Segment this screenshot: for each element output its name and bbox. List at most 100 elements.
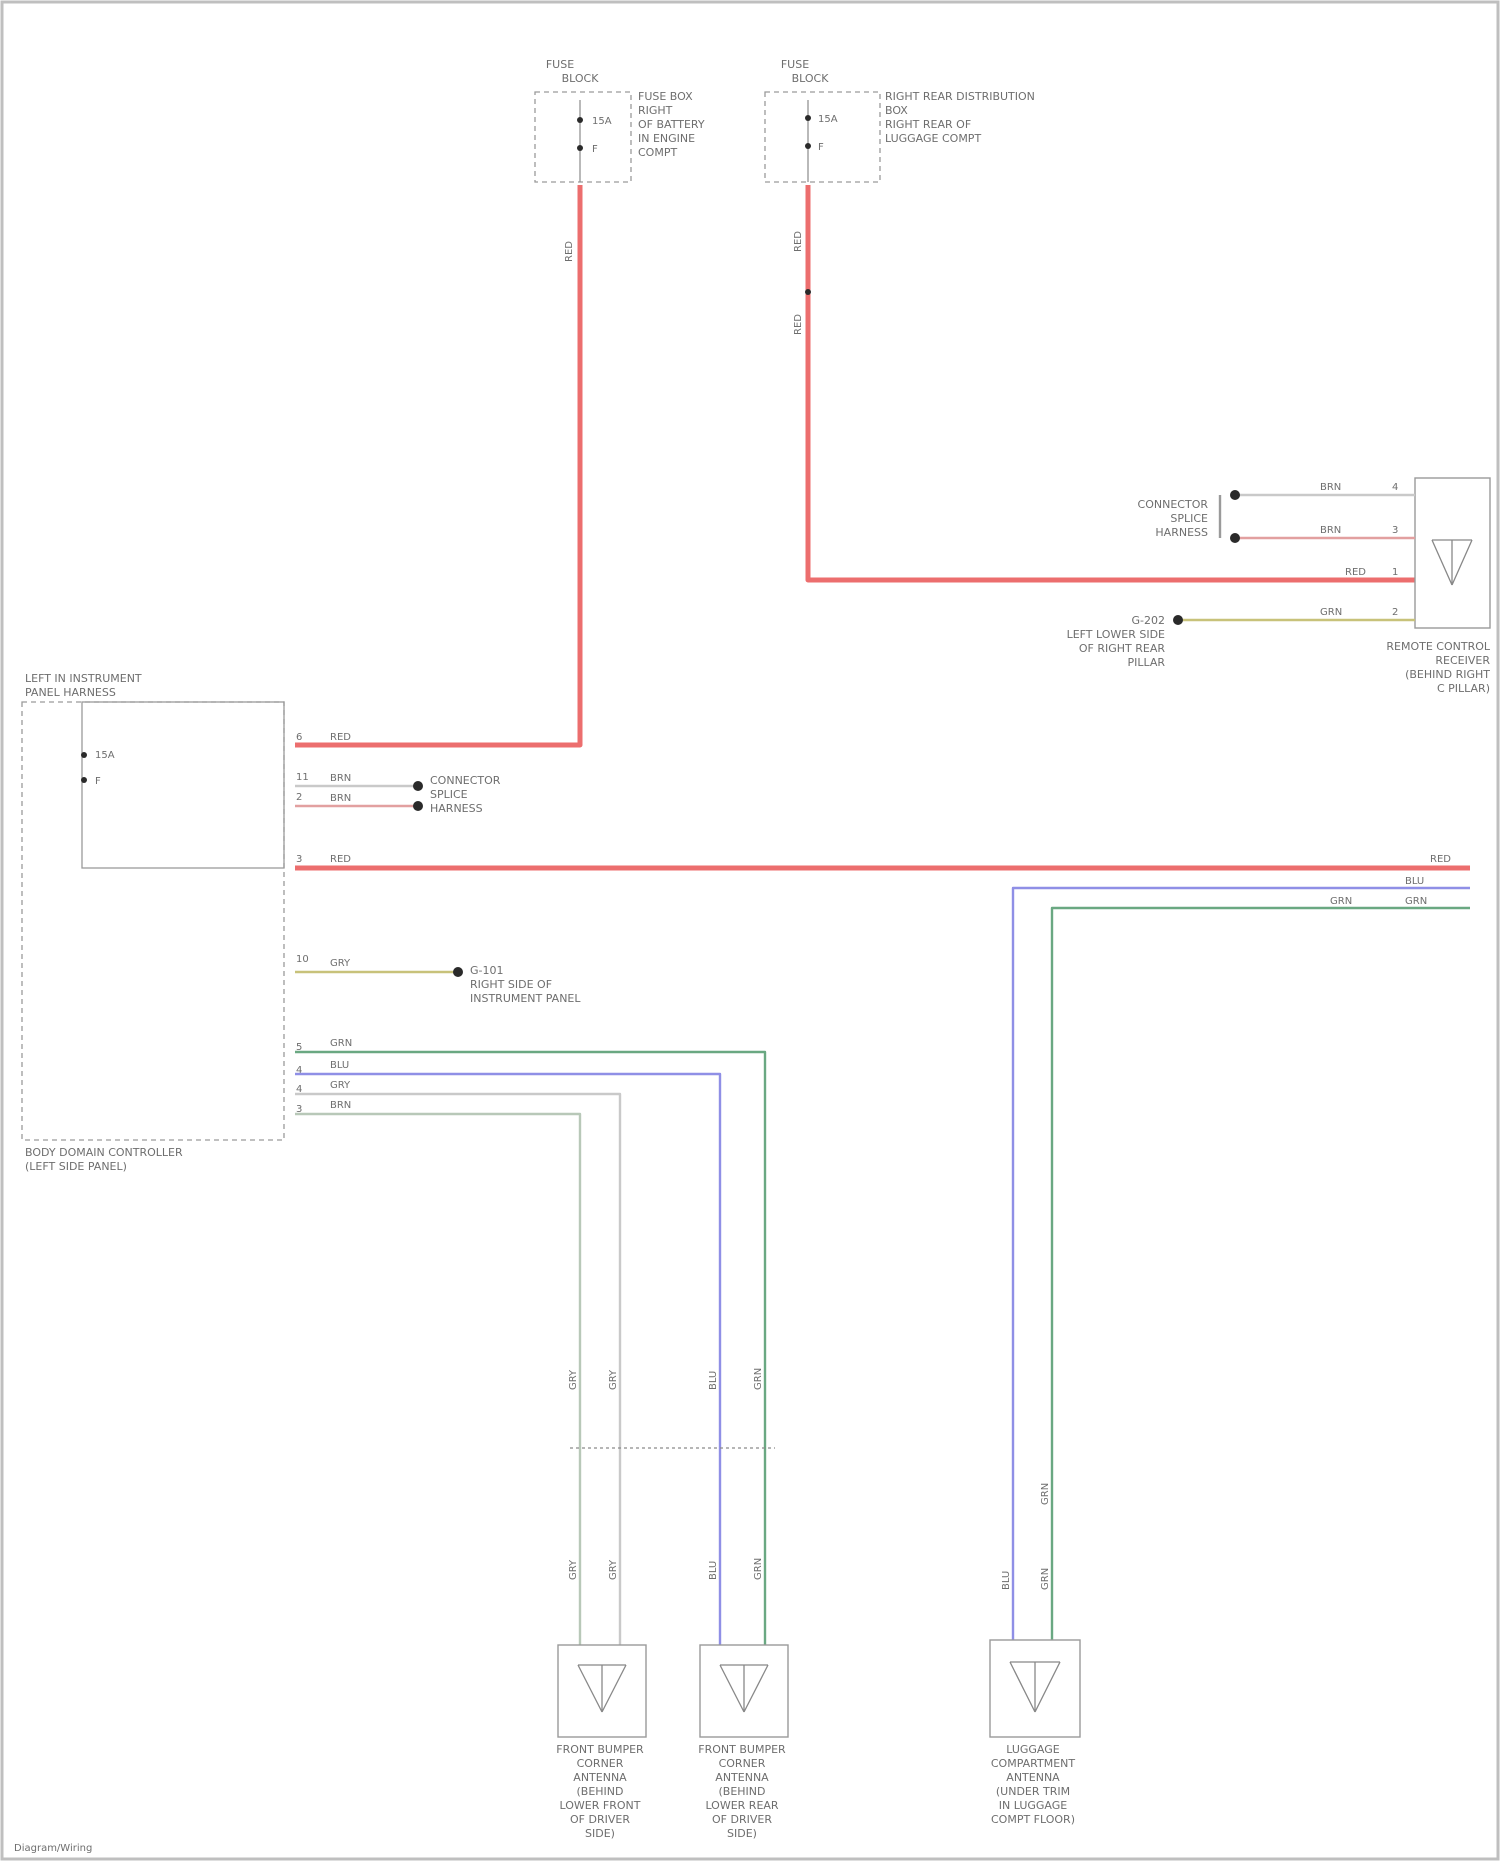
receiver-ground-4: PILLAR [1127, 656, 1165, 669]
vert-label-2: GRY [608, 1369, 619, 1390]
wire-red-fuse-right-to-receiver [808, 185, 1415, 580]
controller-splice-1: CONNECTOR [430, 774, 501, 787]
ant-right-caption-3: ANTENNA [1006, 1771, 1060, 1784]
trunk-wire-label-red: RED [1430, 854, 1451, 865]
receiver-ground-1: G-202 [1132, 614, 1166, 627]
controller-wire-label-gry-2: GRY [330, 1080, 351, 1091]
controller-ground-1: G-101 [470, 964, 504, 977]
receiver-pin-1: 4 [1392, 482, 1398, 493]
controller-wire-label-grn: GRN [330, 1038, 352, 1049]
controller-pin-2: 11 [296, 772, 309, 783]
controller-wire-label-brn-3: BRN [330, 1100, 351, 1111]
vert-label-9: BLU [1001, 1571, 1012, 1590]
controller-ground-dot [453, 967, 463, 977]
controller-splice-dot-1 [413, 781, 423, 791]
receiver-wire-label-1: BRN [1320, 482, 1341, 493]
fuse-right-pin-2: F [818, 142, 824, 153]
receiver-caption-2: RECEIVER [1435, 654, 1490, 667]
connector-dot-right-fuse [805, 289, 811, 295]
wire-trunk-green [1052, 908, 1470, 1645]
controller-fuse-pin-2: F [95, 776, 101, 787]
fuse-right-desc-2: BOX [885, 104, 908, 117]
ant-right-caption-5: IN LUGGAGE [999, 1799, 1068, 1812]
ant-mid-caption-4: (BEHIND [718, 1785, 765, 1798]
receiver-wire-label-4: GRN [1320, 607, 1342, 618]
receiver-caption-3: (BEHIND RIGHT [1405, 668, 1490, 681]
wire-label-red-vert-1: RED [564, 241, 575, 262]
fuse-block-left: FUSE BLOCK 15A F FUSE BOX RIGHT OF BATTE… [535, 58, 705, 182]
ant-left-caption-2: CORNER [577, 1757, 624, 1770]
wire-controller-green [295, 1052, 765, 1645]
controller-splice-2: SPLICE [430, 788, 468, 801]
receiver-splice-3: HARNESS [1155, 526, 1208, 539]
controller-pin-1: 6 [296, 732, 302, 743]
fuse-left-desc-3: OF BATTERY [638, 118, 705, 131]
trunk-wire-label-grn-1: GRN [1330, 896, 1352, 907]
receiver-splice-dot-1 [1230, 490, 1240, 500]
fuse-left-box [535, 92, 631, 182]
ant-mid-caption-1: FRONT BUMPER [698, 1743, 786, 1756]
trunk-wire-label-blu: BLU [1405, 876, 1424, 887]
controller-box [22, 702, 284, 1140]
controller-title-1: LEFT IN INSTRUMENT [25, 672, 142, 685]
fuse-right-terminal-1 [805, 115, 811, 121]
fuse-left-terminal-1 [577, 117, 583, 123]
receiver-caption-4: C PILLAR) [1437, 682, 1490, 695]
receiver-pin-4: 2 [1392, 607, 1398, 618]
controller-wire-label-blu: BLU [330, 1060, 349, 1071]
controller-wire-label-brn-2: BRN [330, 793, 351, 804]
ant-right-caption-6: COMPT FLOOR) [991, 1813, 1075, 1826]
ant-mid-caption-3: ANTENNA [715, 1771, 769, 1784]
vert-label-5: GRY [568, 1559, 579, 1580]
controller-title-2: PANEL HARNESS [25, 686, 116, 699]
ant-mid-caption-6: OF DRIVER [712, 1813, 772, 1826]
controller-fuse-terminal-2 [81, 777, 87, 783]
ant-left-caption-5: LOWER FRONT [560, 1799, 641, 1812]
receiver-ground-3: OF RIGHT REAR [1079, 642, 1165, 655]
fuse-right-desc-3: RIGHT REAR OF [885, 118, 971, 131]
wire-controller-blue [295, 1074, 720, 1645]
controller-wire-label-brn-1: BRN [330, 773, 351, 784]
receiver-pin-2: 3 [1392, 525, 1398, 536]
wire-trunk-blue [1013, 888, 1470, 1645]
fuse-left-pin-2: F [592, 144, 598, 155]
vert-label-4: GRN [753, 1368, 764, 1390]
ant-right-caption-4: (UNDER TRIM [996, 1785, 1070, 1798]
remote-control-receiver: REMOTE CONTROL RECEIVER (BEHIND RIGHT C … [1386, 478, 1490, 695]
fuse-left-desc-5: COMPT [638, 146, 677, 159]
controller-wire-label-red-2: RED [330, 854, 351, 865]
wire-red-fuse-left-to-controller [295, 185, 580, 745]
trunk-wire-label-grn-2: GRN [1405, 896, 1427, 907]
receiver-ground-dot [1173, 615, 1183, 625]
receiver-splice-2: SPLICE [1170, 512, 1208, 525]
receiver-ground-2: LEFT LOWER SIDE [1067, 628, 1165, 641]
front-bumper-antenna-front: FRONT BUMPER CORNER ANTENNA (BEHIND LOWE… [556, 1645, 646, 1840]
receiver-wire-label-3: RED [1345, 567, 1366, 578]
controller-splice-dot-2 [413, 801, 423, 811]
vert-label-6: GRY [608, 1559, 619, 1580]
ant-left-caption-3: ANTENNA [573, 1771, 627, 1784]
controller-pin-4: 3 [296, 854, 302, 865]
front-bumper-antenna-rear: FRONT BUMPER CORNER ANTENNA (BEHIND LOWE… [698, 1645, 788, 1840]
receiver-pin-3: 1 [1392, 567, 1398, 578]
ant-right-caption-2: COMPARTMENT [991, 1757, 1076, 1770]
fuse-right-title-2: BLOCK [792, 72, 830, 85]
controller-ground-2: RIGHT SIDE OF [470, 978, 552, 991]
body-domain-controller: LEFT IN INSTRUMENT PANEL HARNESS 15A F B… [22, 672, 284, 1173]
fuse-left-title-2: BLOCK [562, 72, 600, 85]
fuse-right-pin-1: 15A [818, 114, 838, 125]
controller-inner-fuse [82, 702, 284, 868]
controller-ground-3: INSTRUMENT PANEL [470, 992, 581, 1005]
fuse-right-desc-4: LUGGAGE COMPT [885, 132, 981, 145]
wire-label-red-vert-2: RED [793, 231, 804, 252]
controller-wire-label-red: RED [330, 732, 351, 743]
fuse-left-title-1: FUSE [546, 58, 574, 71]
receiver-splice-dot-2 [1230, 533, 1240, 543]
vert-label-10: GRN [1040, 1568, 1051, 1590]
vert-label-7: BLU [708, 1561, 719, 1580]
controller-caption-2: (LEFT SIDE PANEL) [25, 1160, 127, 1173]
ant-mid-caption-7: SIDE) [727, 1827, 757, 1840]
controller-splice-3: HARNESS [430, 802, 483, 815]
